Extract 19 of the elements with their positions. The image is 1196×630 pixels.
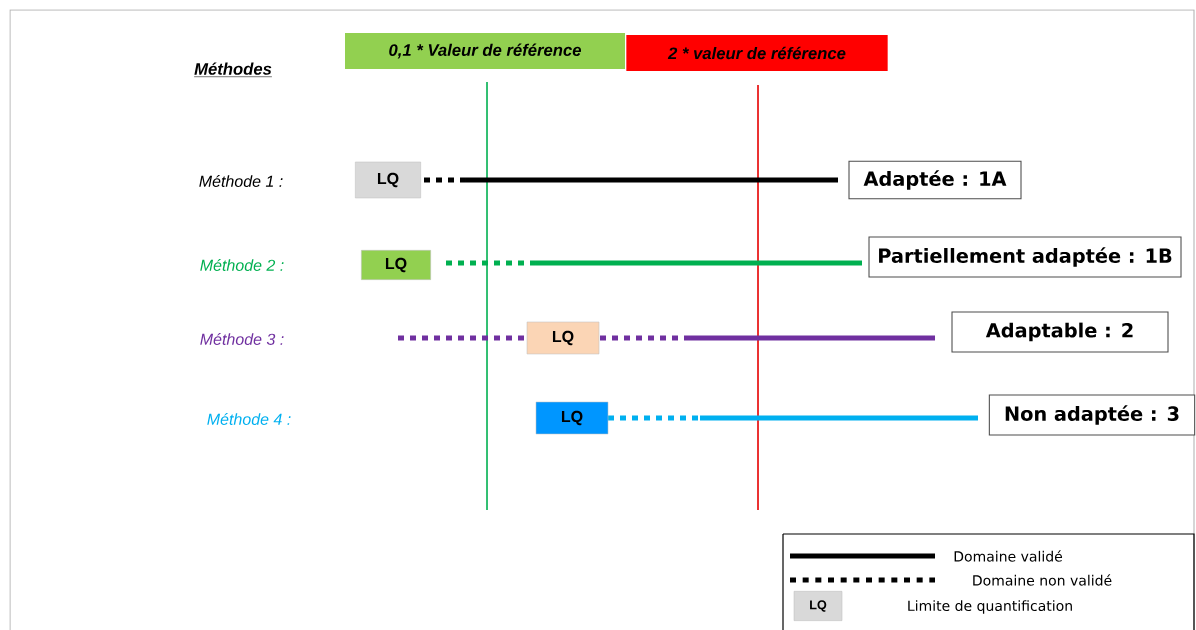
heading: Méthodes — [193, 62, 273, 77]
lq-box: LQ — [535, 401, 609, 435]
result-box: Partiellement adaptée : 1B — [868, 236, 1182, 278]
method-label: Méthode 4 : — [207, 413, 291, 425]
method-label: Méthode 1 : — [199, 175, 283, 187]
result-box: Adaptable : 2 — [951, 311, 1169, 353]
method-label: Méthode 2 : — [200, 259, 284, 271]
lq-box: LQ — [361, 250, 431, 280]
legend-text: Domaine validé — [954, 550, 1063, 562]
legend-text: Domaine non validé — [973, 574, 1112, 586]
legend-lq-box: LQ — [793, 591, 843, 621]
legend-text: Limite de quantification — [908, 600, 1072, 614]
reference-label-box: 0,1 * Valeur de référence — [345, 33, 625, 69]
result-box: Non adaptée : 3 — [988, 394, 1196, 436]
lq-box: LQ — [526, 321, 600, 355]
lq-box: LQ — [355, 161, 421, 199]
method-label: Méthode 3 : — [200, 333, 284, 345]
reference-label-box: 2 * valeur de référence — [626, 35, 888, 71]
result-box: Adaptée : 1A — [848, 160, 1022, 200]
